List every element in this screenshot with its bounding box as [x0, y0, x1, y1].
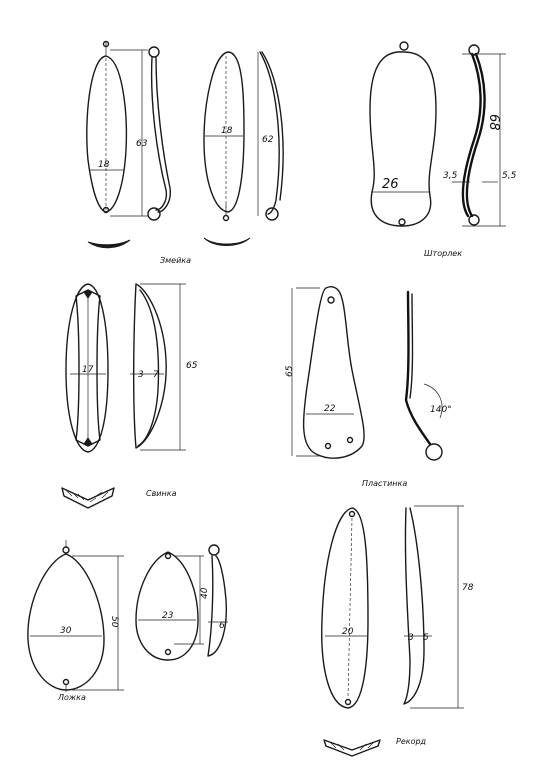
shtorlek-caption: Шторлек: [424, 249, 462, 258]
svinka-body: [65, 283, 109, 453]
lozhka-body: [27, 553, 105, 691]
shtorlek-right-label: 5,5: [502, 171, 517, 181]
plastinka-width-label: 22: [324, 404, 336, 414]
svinka-caption: Свинка: [146, 489, 177, 498]
svinka-side: [133, 283, 167, 449]
svinka-t1-label: 3: [138, 370, 144, 380]
lozhka-thick-label: 6: [219, 621, 225, 631]
rekord-width-label: 20: [342, 627, 354, 637]
rekord-t2-label: 5: [423, 633, 429, 643]
lozhka-length1-label: 50: [109, 616, 119, 628]
rekord-group: 20 3 5 78 Рекорд: [321, 505, 474, 757]
rekord-section: [323, 739, 381, 757]
shtorlek-body: [369, 51, 437, 227]
rekord-length-label: 78: [462, 583, 474, 593]
lozhka-caption: Ложка: [57, 693, 86, 702]
zmeika-caption: Змейка: [160, 256, 191, 265]
lozhka-width2-label: 23: [162, 611, 174, 621]
zmeika-group: 18 63 18 62 Змейка: [86, 40, 284, 265]
zmeika-length1-label: 63: [136, 139, 148, 149]
lozhka-length2-label: 40: [200, 587, 210, 599]
svinka-length-label: 65: [186, 361, 198, 371]
svinka-width-label: 17: [82, 365, 94, 375]
zmeika-width1-label: 18: [98, 160, 110, 170]
shtorlek-left-label: 3,5: [443, 171, 458, 181]
plastinka-angle-label: 140°: [430, 405, 452, 415]
lozhka-width1-label: 30: [60, 626, 72, 636]
zmeika-side2: [259, 51, 284, 215]
rekord-body: [321, 507, 369, 709]
plastinka-group: 65 22 140° Пластинка: [285, 285, 452, 488]
lozhka-side: [207, 555, 228, 657]
zmeika-body-front: [86, 55, 128, 213]
plastinka-side: [404, 290, 432, 446]
shtorlek-side: [461, 52, 486, 218]
plastinka-caption: Пластинка: [362, 479, 407, 488]
plastinka-body: [302, 285, 365, 459]
rekord-side: [403, 507, 425, 705]
shtorlek-width-label: 26: [382, 177, 399, 192]
svinka-section: [61, 487, 115, 509]
svinka-group: 17 3 7 65 Свинка: [61, 283, 198, 509]
rekord-caption: Рекорд: [396, 737, 427, 746]
shtorlek-group: 26 68 3,5 5,5 Шторлек: [369, 41, 517, 258]
zmeika-section2: [203, 237, 251, 246]
lozhka-group: 30 50 23 40 6 Ложка: [27, 540, 228, 702]
zmeika-width2-label: 18: [221, 126, 233, 136]
zmeika-section1: [87, 239, 131, 249]
shtorlek-length-label: 68: [486, 114, 501, 131]
lozhka-body2: [135, 551, 199, 661]
zmeika-body-front2: [203, 51, 245, 213]
zmeika-length2-label: 62: [262, 135, 274, 145]
plastinka-length-label: 65: [285, 365, 295, 377]
rekord-t1-label: 3: [408, 633, 414, 643]
zmeika-side1: [150, 56, 172, 213]
svinka-t2-label: 7: [153, 370, 159, 380]
